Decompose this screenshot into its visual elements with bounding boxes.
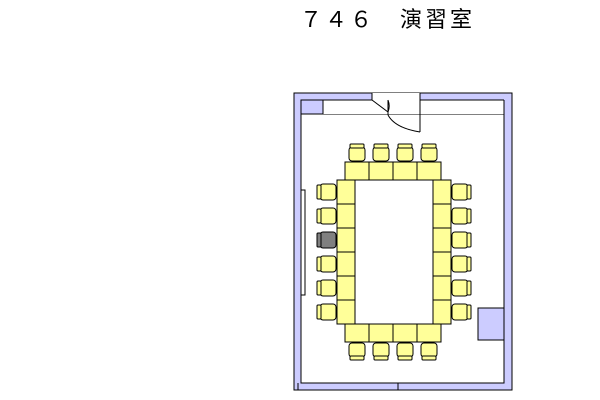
chair-top — [348, 143, 366, 162]
chair-right — [451, 231, 472, 249]
chair-seat — [319, 255, 337, 273]
chair-seat — [319, 303, 337, 321]
chair-back — [466, 208, 472, 224]
table-bottom — [416, 323, 442, 343]
chair-left — [316, 207, 337, 225]
chair-right — [451, 183, 472, 201]
chair-back — [421, 143, 437, 149]
table-right — [432, 227, 452, 253]
chair-seat — [372, 342, 390, 358]
chair-back — [316, 184, 322, 200]
chair-back — [466, 232, 472, 248]
chair-back — [316, 208, 322, 224]
table-left — [336, 203, 356, 229]
chair-back — [349, 143, 365, 149]
chair-top — [420, 143, 438, 162]
chair-back — [316, 304, 322, 320]
chair-seat — [348, 146, 366, 162]
chair-left — [316, 303, 337, 321]
chair-seat — [451, 279, 469, 297]
chair-back — [373, 143, 389, 149]
table-right — [432, 275, 452, 301]
chair-seat — [451, 231, 469, 249]
chair-left — [316, 183, 337, 201]
chair-left-selected — [316, 231, 337, 249]
chair-right — [451, 255, 472, 273]
whiteboard — [300, 189, 306, 296]
chair-seat — [348, 342, 366, 358]
chair-seat — [420, 342, 438, 358]
chair-back — [466, 184, 472, 200]
chair-bottom — [348, 342, 366, 361]
chair-back — [373, 355, 389, 361]
table-bottom — [392, 323, 418, 343]
chair-seat — [451, 303, 469, 321]
table-top — [392, 161, 418, 181]
chair-top — [372, 143, 390, 162]
table-right — [432, 203, 452, 229]
chair-right — [451, 207, 472, 225]
chair-seat — [319, 207, 337, 225]
chair-back — [316, 280, 322, 296]
chair-back — [421, 355, 437, 361]
chair-left — [316, 279, 337, 297]
chair-seat — [420, 146, 438, 162]
chair-back — [466, 280, 472, 296]
room-title: ７４６ 演習室 — [300, 8, 476, 33]
table-left — [336, 299, 356, 325]
table-right — [432, 179, 452, 205]
table-right — [432, 251, 452, 277]
chair-seat — [396, 146, 414, 162]
table-left — [336, 227, 356, 253]
chair-right — [451, 303, 472, 321]
chair-bottom — [420, 342, 438, 361]
chair-seat — [451, 255, 469, 273]
table-left — [336, 179, 356, 205]
table-bottom — [368, 323, 394, 343]
chair-seat — [451, 183, 469, 201]
table-left — [336, 251, 356, 277]
table-left — [336, 275, 356, 301]
chair-right — [451, 279, 472, 297]
chair-seat — [396, 342, 414, 358]
chair-seat — [319, 279, 337, 297]
chair-back — [397, 355, 413, 361]
chair-seat — [372, 146, 390, 162]
chair-seat — [451, 207, 469, 225]
chair-back — [316, 256, 322, 272]
table-top — [416, 161, 442, 181]
chair-back — [349, 355, 365, 361]
chair-back — [466, 256, 472, 272]
chair-back — [466, 304, 472, 320]
chair-bottom — [396, 342, 414, 361]
door — [371, 93, 421, 133]
chair-back — [316, 232, 322, 248]
table-right — [432, 299, 452, 325]
table-bottom — [344, 323, 370, 343]
chair-top — [396, 143, 414, 162]
chair-back — [397, 143, 413, 149]
chair-left — [316, 255, 337, 273]
chair-bottom — [372, 342, 390, 361]
chair-seat — [319, 183, 337, 201]
chair-seat — [319, 231, 337, 249]
table-top — [368, 161, 394, 181]
chair-group — [316, 143, 472, 361]
table-group — [336, 161, 452, 343]
table-top — [344, 161, 370, 181]
